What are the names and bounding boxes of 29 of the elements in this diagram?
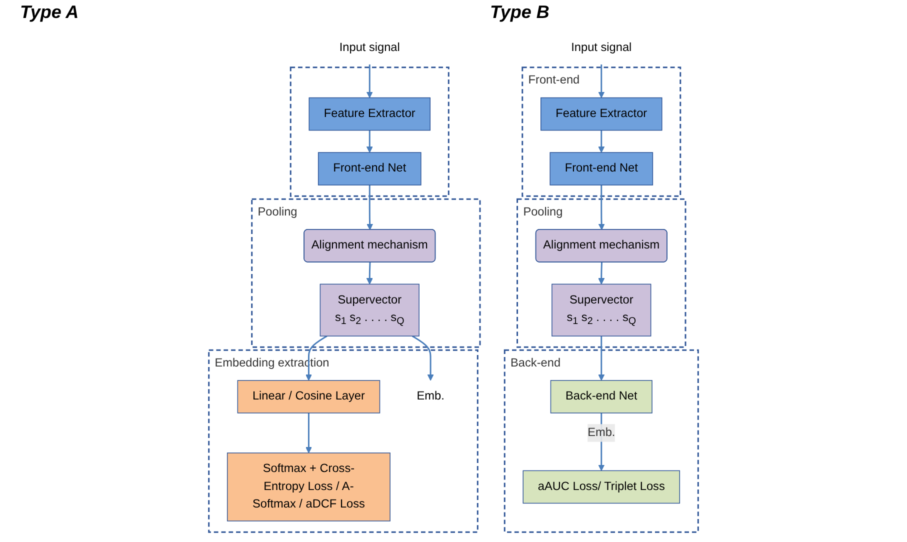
arrow <box>366 130 373 153</box>
arrow <box>598 185 605 230</box>
node-box: Front-end Net <box>318 152 422 186</box>
node-text: Emb. <box>416 390 444 403</box>
node-text: Input signal <box>571 42 632 54</box>
node-box: Supervector s$_{1}$ s$_{2}$ . . . . s$_{Q}$ <box>320 284 420 336</box>
cluster <box>290 66 450 197</box>
arrow <box>366 185 374 230</box>
node-text: Input signal <box>339 42 400 54</box>
node-box: Supervector s$_{1}$ s$_{2}$ . . . . s$_{Q}$ <box>552 284 652 336</box>
node-box: Feature Extractor <box>540 97 662 131</box>
arrow <box>366 64 373 98</box>
node-box: Back-end Net <box>550 380 652 414</box>
arrow <box>305 335 328 381</box>
panel-title: Type A <box>20 2 79 23</box>
arrow <box>366 262 373 284</box>
node-box: Feature Extractor <box>308 97 431 131</box>
arrow <box>598 336 605 381</box>
arrow <box>305 413 312 454</box>
node-box: Linear / Cosine Layer <box>237 380 380 414</box>
arrow <box>412 335 434 381</box>
edge-label: Emb. <box>588 426 616 439</box>
arrow <box>598 64 605 98</box>
node-box: Softmax + Cross-Entropy Loss / A-Softmax / aDCF Loss <box>226 452 390 522</box>
panel-title: Type B <box>490 2 550 23</box>
arrow <box>598 130 605 153</box>
node-box: aAUC Loss/ Triplet Loss <box>522 470 680 504</box>
node-box: Front-end Net <box>550 152 654 186</box>
arrow <box>598 262 605 284</box>
